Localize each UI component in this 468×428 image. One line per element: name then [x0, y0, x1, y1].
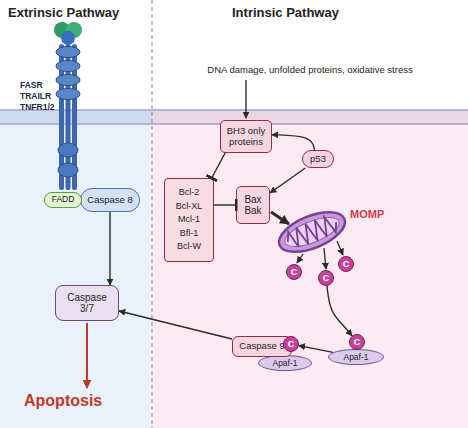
pathway-arrow — [119, 311, 232, 339]
cytochrome-c: C — [338, 256, 354, 272]
receptor-name: TRAILR — [20, 91, 51, 101]
apoptosis-arrow — [86, 323, 88, 388]
apaf1-ellipse: Apaf-1 — [328, 349, 384, 365]
protein-box: Bax Bak — [236, 186, 270, 224]
pathway-arrow — [272, 135, 314, 150]
node-label: Bax Bak — [239, 194, 267, 217]
inhibition-line — [212, 153, 225, 178]
caspase-box: Caspase 8 — [80, 188, 140, 212]
process-label: MOMP — [350, 208, 384, 220]
node-label: C — [343, 260, 350, 269]
apaf1-ellipse: Apaf-1 — [258, 355, 312, 371]
node-label: C — [323, 274, 330, 283]
receptor-domain — [56, 75, 80, 86]
node-label: Bcl-2 — [179, 186, 200, 200]
outcome-label: Apoptosis — [24, 392, 102, 410]
receptor-name: TNFR1/2 — [20, 102, 54, 112]
node-label: p53 — [310, 154, 326, 165]
pathway-arrow — [299, 346, 333, 353]
node-label: Caspase 9 — [239, 341, 284, 352]
ligand-subunit — [61, 31, 75, 45]
cytochrome-c: C — [318, 270, 334, 286]
panel-heading: Intrinsic Pathway — [232, 6, 339, 21]
protein-box: Bcl-2Bcl-XLMcl-1Bfl-1Bcl-W — [164, 178, 214, 262]
node-label: C — [288, 340, 295, 349]
node-label: Bcl-W — [177, 240, 201, 254]
receptor-domain — [56, 47, 80, 58]
death-domain — [58, 163, 78, 177]
node-label: Apaf-1 — [343, 353, 368, 362]
panel-heading: Extrinsic Pathway — [8, 6, 119, 21]
node-label: BH3 only proteins — [225, 126, 267, 148]
pathway-arrow — [327, 286, 352, 336]
caspase-box: Caspase 3/7 — [55, 285, 119, 321]
node-label: C — [354, 338, 361, 347]
node-label: Apaf-1 — [272, 359, 297, 368]
cytochrome-c: C — [349, 334, 365, 350]
node-label: Bfl-1 — [180, 227, 199, 241]
node-label: Caspase 3/7 — [64, 292, 110, 315]
receptor-domain — [56, 89, 80, 100]
death-domain — [58, 143, 78, 157]
node-label: FADD — [52, 195, 75, 205]
receptor-name: FASR — [20, 80, 43, 90]
node-label: Bcl-XL — [176, 200, 203, 214]
cytochrome-c: C — [283, 336, 299, 352]
protein-box: BH3 only proteins — [220, 120, 272, 153]
pathway-arrow — [109, 212, 110, 285]
stress-arrow — [245, 80, 246, 118]
node-label: C — [291, 268, 298, 277]
pathway-arrow — [270, 168, 305, 193]
node-label: Caspase 8 — [87, 195, 132, 206]
cytochrome-c: C — [286, 264, 302, 280]
membrane-band — [152, 110, 468, 124]
stress-note: DNA damage, unfolded proteins, oxidative… — [180, 64, 440, 75]
protein-box: p53 — [302, 150, 334, 168]
receptor-domain — [56, 61, 80, 72]
death-receptor — [56, 44, 80, 190]
inhibition-line — [214, 204, 236, 205]
node-label: Mcl-1 — [178, 213, 200, 227]
adaptor-box: FADD — [44, 192, 82, 208]
